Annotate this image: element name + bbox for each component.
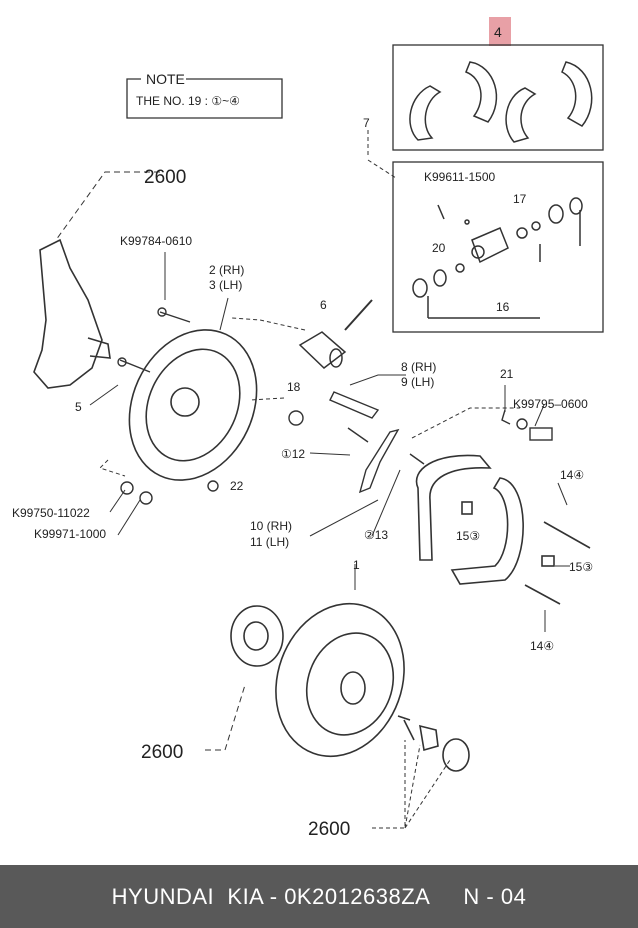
wheel-cylinder-icon <box>412 197 583 319</box>
footer-spacer <box>430 884 463 910</box>
label-18: 18 <box>287 380 301 394</box>
label-12: ①12 <box>281 447 305 461</box>
note-text: THE NO. 19 : ①~④ <box>136 94 240 108</box>
label-14-bottom: 14④ <box>530 639 554 653</box>
label-2rh: 2 (RH) <box>209 263 244 277</box>
spring-clip-icon <box>501 409 553 441</box>
brake-shoe-set-icon <box>409 61 593 143</box>
brake-drum-icon <box>275 602 405 758</box>
cylinder-small-icon <box>298 331 347 369</box>
nut-cap-icon <box>397 715 470 772</box>
label-20: 20 <box>432 241 446 255</box>
brake-exploded-diagram: NOTE THE NO. 19 : ①~④ 4 K99611-1500 17 2… <box>12 17 604 840</box>
label-2600-middle: 2600 <box>141 742 183 763</box>
label-16: 16 <box>496 300 510 314</box>
label-17: 17 <box>513 192 527 206</box>
brake-shoe-icon <box>415 454 591 605</box>
label-6: 6 <box>320 298 327 312</box>
kit-number: 4 <box>494 24 502 40</box>
hub-icon <box>230 605 284 667</box>
label-2600-top: 2600 <box>144 167 186 188</box>
label-10rh: 10 (RH) <box>250 519 292 533</box>
label-13: ②13 <box>364 528 388 542</box>
label-2600-bottom: 2600 <box>308 819 350 840</box>
label-k99750: K99750-11022 <box>12 506 90 520</box>
label-7: 7 <box>363 116 370 130</box>
note-heading: NOTE <box>146 71 185 87</box>
label-15-b: 15③ <box>569 560 593 574</box>
bolt-icon <box>117 307 304 505</box>
label-8rh: 8 (RH) <box>401 360 436 374</box>
label-21: 21 <box>500 367 514 381</box>
label-k99784: K99784-0610 <box>120 234 192 248</box>
label-1: 1 <box>353 558 360 572</box>
lever-icon <box>329 391 425 494</box>
label-5: 5 <box>75 400 82 414</box>
label-3lh: 3 (LH) <box>209 278 242 292</box>
footer-part-number: HYUNDAI KIA - 0K2012638ZA <box>111 883 431 909</box>
note-box: NOTE THE NO. 19 : ①~④ <box>126 71 283 119</box>
label-k99971: K99971-1000 <box>34 527 106 541</box>
label-22: 22 <box>230 479 244 493</box>
label-k99795: K99795–0600 <box>513 397 588 411</box>
label-9lh: 9 (LH) <box>401 375 434 389</box>
wheel-cylinder-kit-box: K99611-1500 17 20 16 <box>392 161 604 333</box>
shoe-kit-box: 4 <box>392 17 604 151</box>
label-k99611: K99611-1500 <box>424 170 496 184</box>
label-11lh: 11 (LH) <box>250 535 289 549</box>
leader-lines <box>55 130 570 829</box>
label-14-top: 14④ <box>560 468 584 482</box>
backing-plate-icon <box>128 329 258 481</box>
kit-highlight <box>489 17 511 46</box>
label-15-a: 15③ <box>456 529 480 543</box>
knuckle-icon <box>33 238 111 389</box>
footer-bar: HYUNDAI KIA - 0K2012638ZA N - 04 <box>0 865 638 928</box>
footer-page-code: N - 04 <box>463 883 527 909</box>
